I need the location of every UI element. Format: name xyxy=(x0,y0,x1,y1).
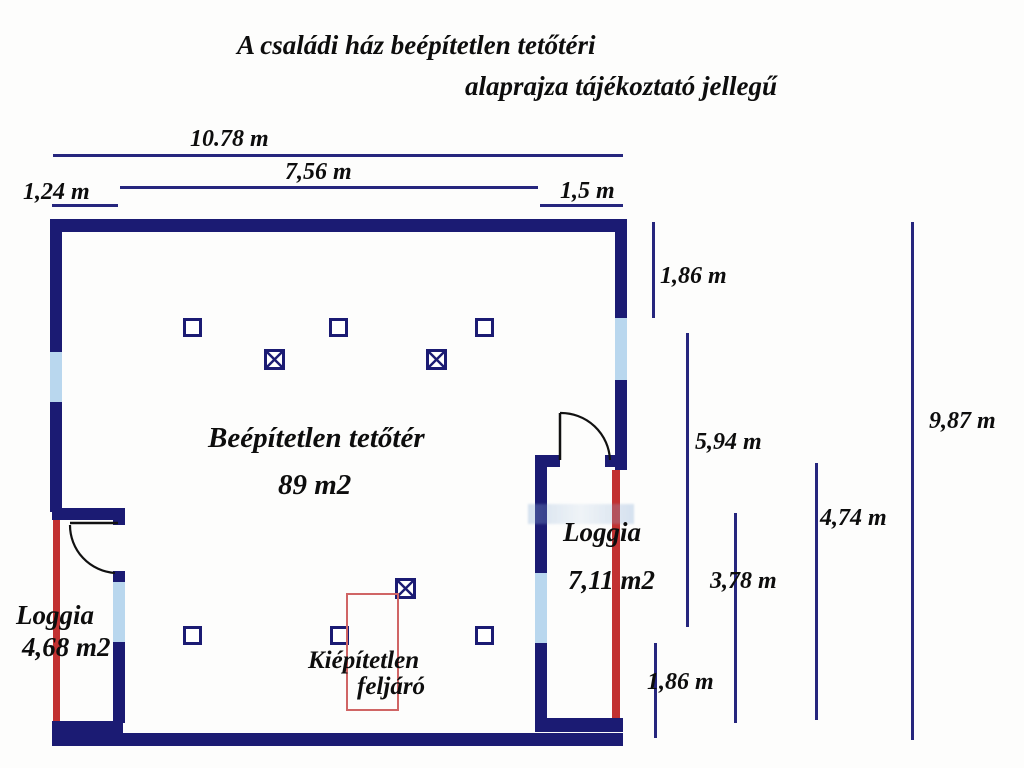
stairs-outline xyxy=(346,593,399,711)
dim-label-seg-474: 4,74 m xyxy=(820,505,887,531)
dim-label-seg-loggia: 3,78 m xyxy=(710,568,777,594)
loggia-left-wall-spur xyxy=(52,508,123,520)
wall-right-upper xyxy=(615,219,627,318)
column-post xyxy=(183,318,202,337)
wall-right-mid xyxy=(615,380,627,470)
dim-label-total-width: 10.78 m xyxy=(190,126,269,152)
wall-left-lower xyxy=(50,402,62,512)
dim-label-total-height: 9,87 m xyxy=(929,408,996,434)
loggia-left-window xyxy=(113,582,125,642)
plan-title-line1: A családi ház beépítetlen tetőtéri xyxy=(237,30,596,60)
x-mark-icon xyxy=(429,352,444,367)
column-post-crossed xyxy=(395,578,416,599)
loggia-right-wall-lower xyxy=(535,643,547,732)
column-post xyxy=(183,626,202,645)
dim-label-seg-bottom: 1,86 m xyxy=(647,669,714,695)
wall-bottom xyxy=(52,733,623,746)
plan-title-line2: alaprajza tájékoztató jellegű xyxy=(465,71,778,101)
dim-line-left-offset xyxy=(52,204,118,207)
loggia-right-stub-right xyxy=(605,455,627,467)
window-right xyxy=(615,318,627,380)
column-post-crossed xyxy=(264,349,285,370)
loggia-left-wall-mid xyxy=(113,571,125,582)
door-arc-right-loggia xyxy=(559,411,612,461)
door-arc-left-loggia xyxy=(68,524,116,575)
dim-line-seg-bottom xyxy=(654,643,657,738)
dim-label-right-offset: 1,5 m xyxy=(560,178,615,204)
dim-line-seg-top xyxy=(652,222,655,318)
room-area-loggia-right: 7,11 m2 xyxy=(568,565,656,595)
loggia-right-window xyxy=(535,573,547,643)
loggia-right-wall-bottom xyxy=(538,718,623,732)
dim-line-right-offset xyxy=(540,204,623,207)
dim-line-total-height xyxy=(911,222,914,740)
column-post xyxy=(329,318,348,337)
loggia-left-wall-bottom xyxy=(52,721,123,733)
dim-line-seg-main xyxy=(686,333,689,627)
wall-left-upper xyxy=(50,219,62,352)
dim-label-seg-main: 5,94 m xyxy=(695,429,762,455)
room-label-attic: Beépítetlen tetőtér xyxy=(208,422,425,454)
room-area-loggia-left: 4,68 m2 xyxy=(22,632,111,662)
dim-label-inner-width: 7,56 m xyxy=(285,159,352,185)
loggia-right-open-edge xyxy=(612,470,620,720)
column-post xyxy=(475,626,494,645)
column-post-crossed xyxy=(426,349,447,370)
loggia-left-wall-lower xyxy=(113,642,125,723)
loggia-right-wall-upper xyxy=(535,455,547,573)
column-post xyxy=(475,318,494,337)
room-label-loggia-left: Loggia xyxy=(16,600,94,630)
room-label-loggia-right: Loggia xyxy=(563,517,641,547)
dim-label-left-offset: 1,24 m xyxy=(23,179,90,205)
wall-top xyxy=(52,219,627,232)
loggia-left-wall-tab xyxy=(113,508,125,525)
dim-label-seg-top: 1,86 m xyxy=(660,263,727,289)
dim-line-inner-width xyxy=(120,186,538,189)
loggia-left-open-edge xyxy=(53,512,60,724)
x-mark-icon xyxy=(267,352,282,367)
stairs-label-line2: feljáró xyxy=(357,673,426,700)
dim-line-total-width xyxy=(53,154,623,157)
watermark xyxy=(528,504,634,524)
window-left xyxy=(50,352,62,402)
x-mark-icon xyxy=(398,581,413,596)
room-area-attic: 89 m2 xyxy=(278,469,352,501)
dim-line-seg-474 xyxy=(815,463,818,720)
stairs-label-line1: Kiépítetlen xyxy=(308,647,420,674)
dim-line-seg-loggia xyxy=(734,513,737,723)
